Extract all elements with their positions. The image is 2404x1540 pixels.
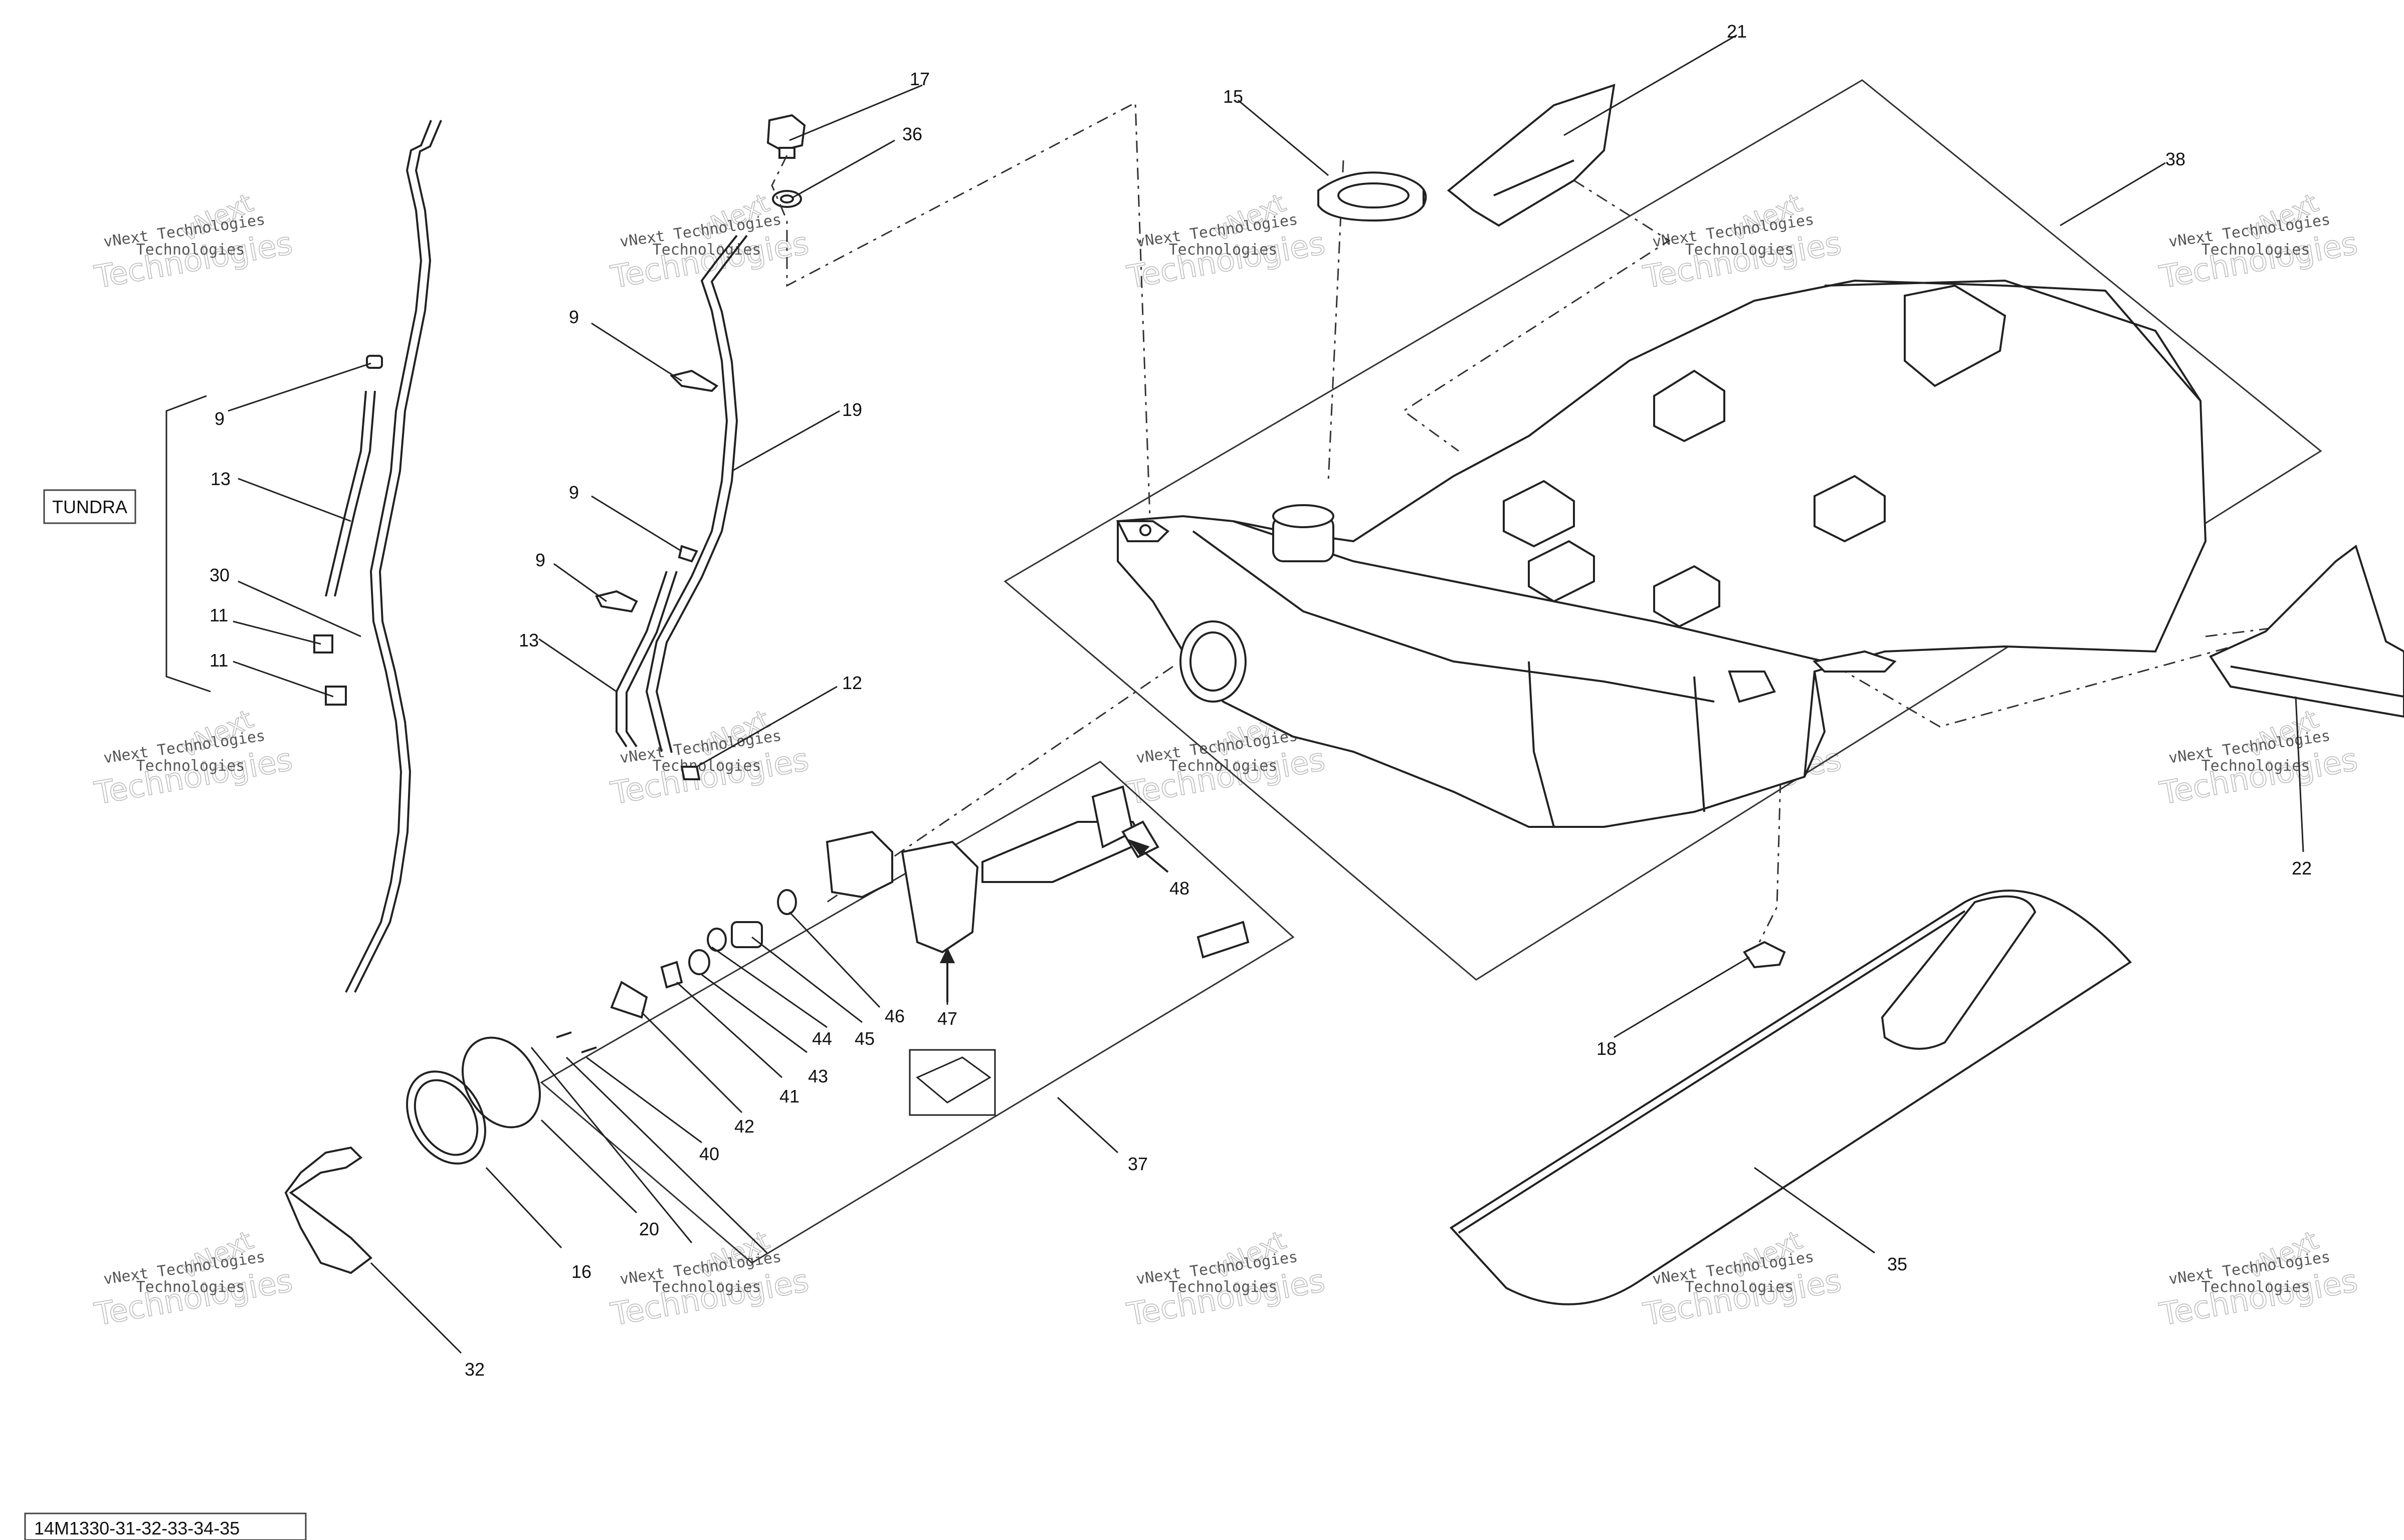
watermark-text: Technologies [2201,1278,2310,1296]
watermark-text: Technologies [2201,757,2310,775]
watermark-text: Technologies [1169,241,1278,259]
fuel-tank-frame [1004,79,2322,981]
tundra-label: TUNDRA [52,497,127,517]
callout-41: 41 [779,1086,799,1107]
watermark-text: Technologies [653,241,761,259]
fuel-cap [1317,171,1427,222]
callout-35: 35 [1887,1254,1907,1274]
callout-17: 17 [910,69,930,89]
callout-9-c: 9 [535,550,545,570]
callout-32: 32 [465,1359,485,1380]
pump-fitting [1196,921,1250,959]
vent-line [595,235,748,780]
callout-45: 45 [855,1028,875,1049]
callout-18: 18 [1596,1038,1617,1059]
callouts: 17 36 15 21 38 9 19 9 9 13 12 9 13 30 11… [210,21,2312,1380]
pump-assembly-frame [540,761,1295,1264]
tundra-label-box: TUNDRA [43,489,136,524]
watermark-text: Technologies [2201,241,2310,259]
watermark-text: Technologies [136,1278,245,1296]
vent-valve [766,114,806,208]
tank-grommet [1743,941,1786,969]
tundra-fuel-line [313,120,442,993]
heat-shield-top [1447,84,1616,227]
watermark-text: Technologies [1169,1278,1278,1296]
watermark-text: Technologies [653,757,761,775]
callout-43: 43 [808,1066,828,1086]
callout-37: 37 [1128,1154,1148,1174]
callout-9-a: 9 [569,307,579,327]
callout-9-left: 9 [215,408,225,429]
tundra-bracket [165,395,211,693]
lock-ring [406,1036,541,1165]
callout-42: 42 [734,1116,754,1137]
callout-20: 20 [639,1219,659,1239]
callout-15: 15 [1223,86,1243,107]
callout-46: 46 [885,1006,905,1026]
watermark-text: Technologies [136,241,245,259]
watermark-text: Technologies [1685,1278,1794,1296]
callout-36: 36 [902,124,922,144]
leader-lines [228,34,2304,1354]
callout-44: 44 [812,1028,832,1049]
callout-22: 22 [2292,858,2312,878]
fuel-hose [284,1146,373,1274]
doc-code: 14M1330-31-32-33-34-35 [34,1518,240,1538]
watermark-text: Technologies [136,757,245,775]
callout-11-b: 11 [210,650,228,671]
callout-47: 47 [937,1008,957,1029]
callout-9-b: 9 [569,482,579,503]
watermark-text: Technologies [653,1278,761,1296]
callout-16: 16 [571,1261,591,1282]
doc-code-box: 14M1330-31-32-33-34-35 [24,1512,307,1540]
arrow-48 [939,839,1169,1002]
callout-30: 30 [210,565,230,585]
protective-pad [1449,890,2132,1305]
fuel-tank [1116,279,2207,828]
callout-11-a: 11 [210,605,228,625]
callout-38: 38 [2165,149,2185,169]
callout-21: 21 [1727,21,1747,42]
callout-48: 48 [1169,878,1189,899]
fuel-pump [826,785,1159,954]
heat-shield-right [2209,544,2404,718]
callout-13-mid: 13 [519,630,539,650]
callout-19: 19 [842,399,862,420]
callout-12: 12 [842,673,862,693]
callout-40: 40 [699,1144,719,1164]
callout-13-left: 13 [211,469,231,489]
watermark-text: Technologies [1685,241,1794,259]
pump-seals [556,889,797,1053]
detail-box [909,1049,996,1116]
